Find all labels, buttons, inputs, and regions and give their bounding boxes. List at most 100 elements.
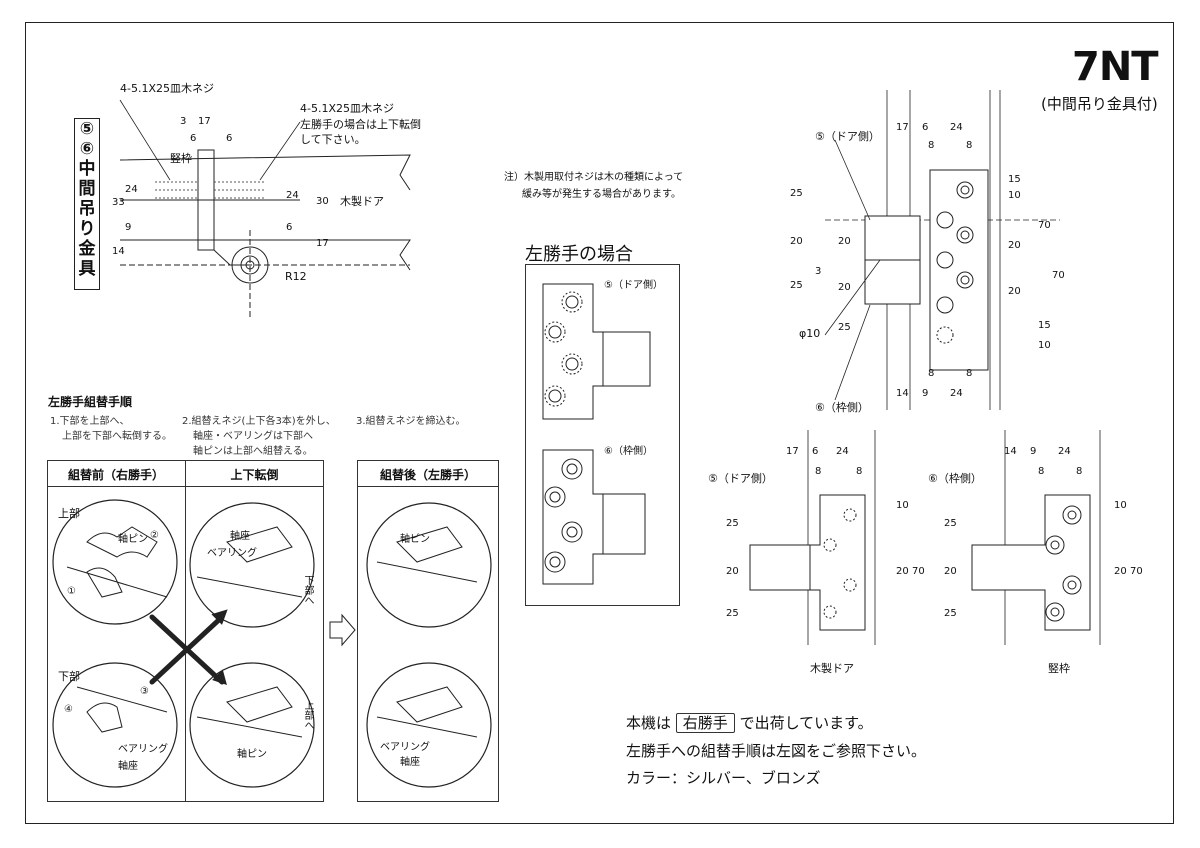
bottom-views-drawing <box>749 430 1101 645</box>
dim-label: 6 <box>812 446 819 457</box>
to-lower-label: 下部へ <box>302 575 313 605</box>
dim-label: 17 <box>786 446 799 457</box>
left-hand-title: 左勝手の場合 <box>525 244 633 265</box>
circle-num-3: ③ <box>140 686 149 697</box>
circle-num-1: ① <box>67 586 76 597</box>
dim-label: 20 <box>1114 566 1127 577</box>
dim-label: 10 <box>1114 500 1127 511</box>
right-door-side: ⑤（ドア側） <box>815 130 880 143</box>
frame-label: 竪枠 <box>170 152 192 165</box>
side-label-box: ⑤ ⑥ 中 間 吊 り 金 具 <box>74 118 100 290</box>
dim-label: 14 <box>1004 446 1017 457</box>
dim-label: 8 <box>1076 466 1083 477</box>
side-label-char: 具 <box>78 259 96 279</box>
panel-divider <box>185 460 186 802</box>
dim-label: 20 <box>1008 286 1021 297</box>
dim-label: 6 <box>226 133 233 144</box>
to-upper-label: 上部へ <box>302 700 313 730</box>
circle-num-2: ② <box>150 530 159 541</box>
bearing-label-3: ベアリング <box>380 742 430 753</box>
dim-label: 25 <box>790 188 803 199</box>
dim-label: 8 <box>966 368 973 379</box>
dim-label: 8 <box>1038 466 1045 477</box>
bearing-label: ベアリング <box>118 744 168 755</box>
dim-label: 25 <box>726 608 739 619</box>
dim-label: 17 <box>198 116 211 127</box>
shipping-line1-pre: 本機は <box>626 714 672 732</box>
panel-flip-title: 上下転倒 <box>230 468 279 482</box>
screw-note-1: 左勝手の場合は上下転倒 <box>300 118 421 131</box>
procedure-panel-after <box>357 460 499 802</box>
dim-label: 14 <box>896 388 909 399</box>
dim-label: 20 <box>944 566 957 577</box>
model-subtitle: (中間吊り金具付) <box>1041 95 1158 113</box>
dim-label: 3 <box>815 266 822 277</box>
step2-line2: 軸座・ベアリングは下部へ <box>193 431 313 442</box>
shaft-seat-label: 軸座 <box>118 761 138 772</box>
dim-label: 8 <box>856 466 863 477</box>
dim-label: 20 <box>896 566 909 577</box>
shaft-pin-label-2: 軸ピン <box>237 749 267 760</box>
dim-label: 24 <box>836 446 849 457</box>
screw-note-line2: 緩み等が発生する場合があります。 <box>522 189 681 200</box>
upper-label: 上部 <box>58 507 80 520</box>
bearing-label-2: ベアリング <box>207 548 257 559</box>
shipping-line1: 本機は 右勝手 で出荷しています。 <box>626 712 873 733</box>
step2-line1: 2.組替えネジ(上下各3本)を外し、 <box>182 416 336 427</box>
dim-label: 20 <box>790 236 803 247</box>
dim-label: 15 <box>1038 320 1051 331</box>
dim-label: 15 <box>1008 174 1021 185</box>
phi-label: φ10 <box>799 327 821 340</box>
dim-label: 10 <box>1038 340 1051 351</box>
bottom-door-caption: 木製ドア <box>810 662 854 675</box>
dim-label: 8 <box>966 140 973 151</box>
panel-header-line <box>357 486 499 487</box>
shaft-seat-label-2: 軸座 <box>230 531 250 542</box>
step1-line2: 上部を下部へ転倒する。 <box>62 431 172 442</box>
dim-label: 70 <box>1038 220 1051 231</box>
dim-label: 8 <box>815 466 822 477</box>
bottom-frame-side: ⑥（枠側） <box>928 472 982 485</box>
bottom-door-side: ⑤（ドア側） <box>708 472 773 485</box>
dim-label: 9 <box>922 388 929 399</box>
shipping-line3: カラー：シルバー、ブロンズ <box>626 769 821 787</box>
side-label-char: ⑤ <box>79 119 95 139</box>
panel-header-line <box>47 486 324 487</box>
dim-label: 24 <box>125 184 138 195</box>
bottom-frame-caption: 竪枠 <box>1048 662 1070 675</box>
left-hand-box <box>525 264 680 606</box>
dim-label: 20 <box>838 282 851 293</box>
dim-label: 25 <box>726 518 739 529</box>
dim-label: 10 <box>896 500 909 511</box>
dim-label: 70 <box>912 566 925 577</box>
dim-label: 20 <box>726 566 739 577</box>
dim-label: 24 <box>1058 446 1071 457</box>
dim-label: 24 <box>286 190 299 201</box>
dim-label: 25 <box>944 518 957 529</box>
dim-label: 24 <box>950 122 963 133</box>
dim-label: 25 <box>790 280 803 291</box>
dim-label: 25 <box>838 322 851 333</box>
panel-before-title: 組替前（右勝手） <box>67 468 164 482</box>
dim-label: 20 <box>838 236 851 247</box>
dim-label: 17 <box>316 238 329 249</box>
top-section-drawing <box>119 99 411 320</box>
side-label-char: 間 <box>78 179 96 199</box>
left-hand-frame-side: ⑥（枠側） <box>604 446 653 457</box>
dim-label: 20 <box>1008 240 1021 251</box>
dim-label: 8 <box>928 140 935 151</box>
dim-label: 9 <box>1030 446 1037 457</box>
dim-label: 8 <box>928 368 935 379</box>
radius-label: R12 <box>285 270 307 283</box>
screw-label-2: 4-5.1X25皿木ネジ <box>300 102 394 115</box>
side-label-char: 金 <box>78 239 96 259</box>
left-hand-door-side: ⑤（ドア側） <box>604 280 663 291</box>
screw-label-1: 4-5.1X25皿木ネジ <box>120 82 214 95</box>
dim-label: 6 <box>922 122 929 133</box>
circle-num-4: ④ <box>64 704 73 715</box>
right-main-drawing <box>824 90 1060 410</box>
dim-label: 24 <box>950 388 963 399</box>
dim-label: 9 <box>125 222 132 233</box>
side-label-char: ⑥ <box>79 139 95 159</box>
shaft-pin-label-3: 軸ピン <box>400 534 430 545</box>
